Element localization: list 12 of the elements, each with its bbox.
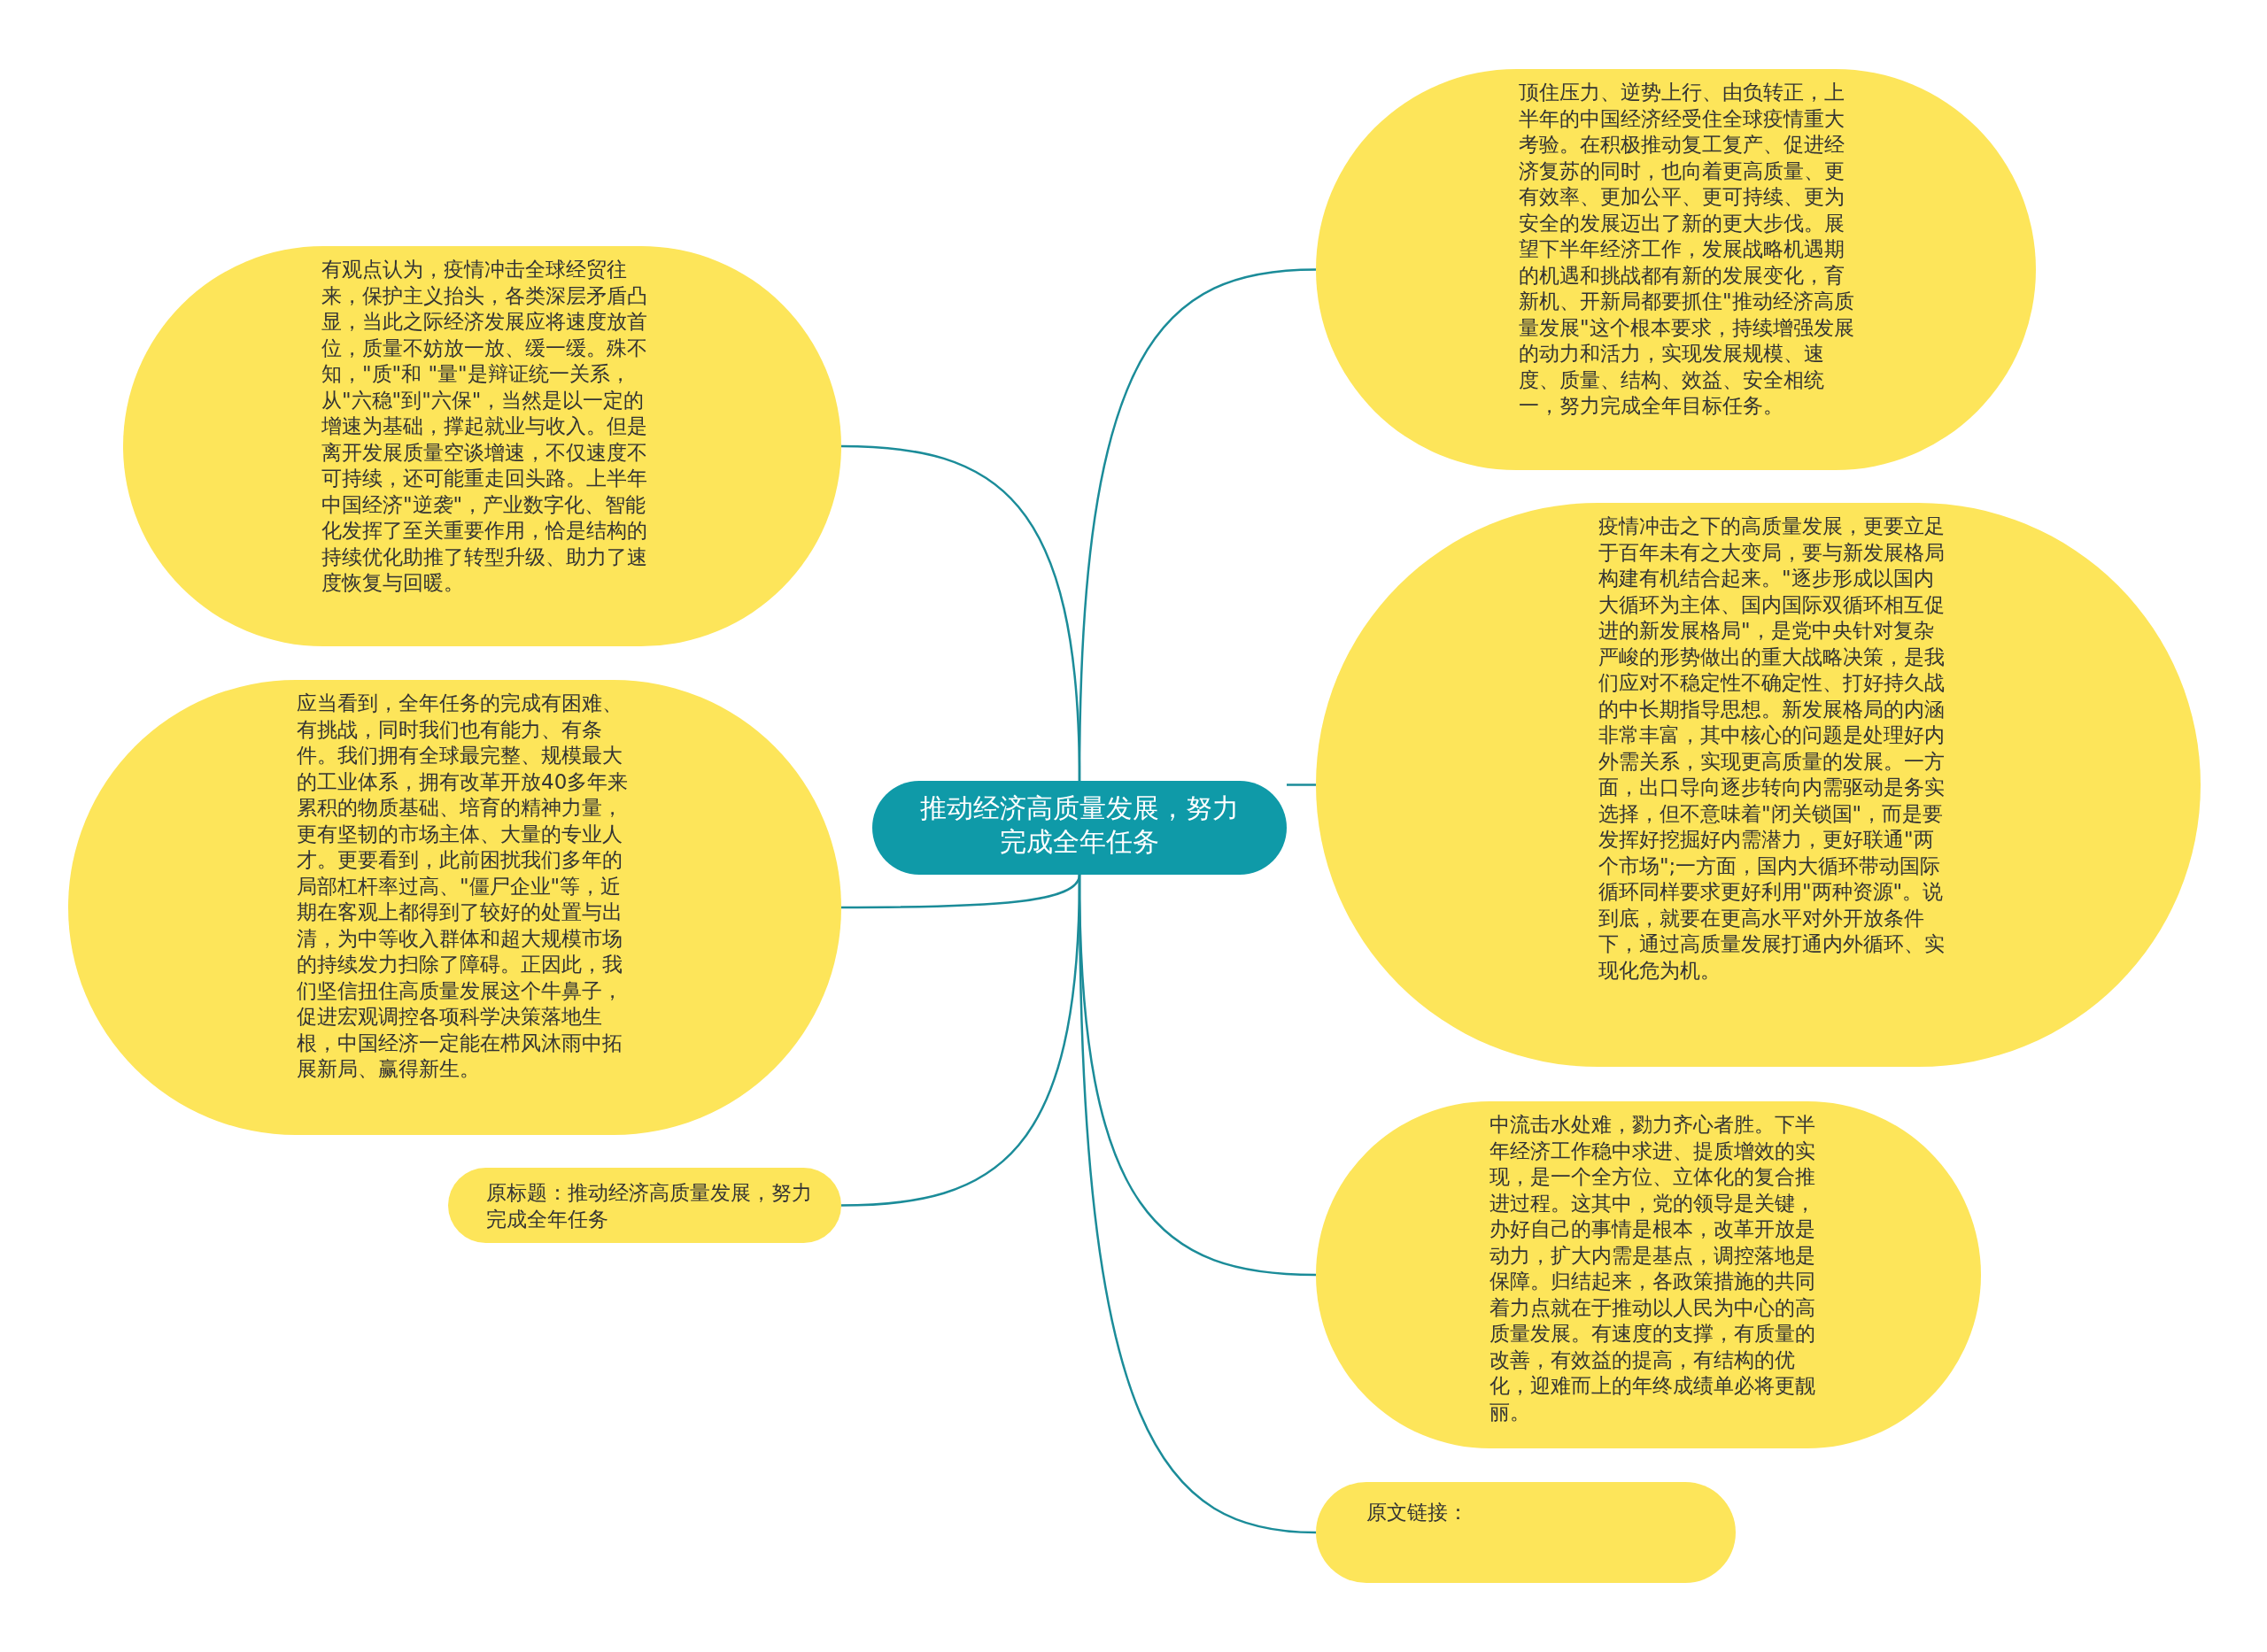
topic-text: 原标题：推动经济高质量发展，努力完成全年任务 (486, 1180, 813, 1232)
topic-text: 应当看到，全年任务的完成有困难、有挑战，同时我们也有能力、有条件。我们拥有全球最完整、规模最大的工业体系，拥有改革开放40多年来累积的物质基础、培育的精神力量，更有坚韧的市场主体、大量的专业人才。更要看到，此前困扰我们多年的局部杠杆率过高、"僵尸企业"等，近期在客观上都得到了较好的处置与出清，为中等收入群体和超大规模市场的持续发力扫除了障碍。正因此，我们坚信扭住高质量发展这个牛鼻子，促进宏观调控各项科学决策落地生根，中国经济一定能在栉风沐雨中拓展新局、赢得新生。 (297, 691, 630, 1082)
topic-text: 中流击水处难，勠力齐心者胜。下半年经济工作稳中求进、提质增效的实现，是一个全方位、立体化的复合推进过程。这其中，党的领导是关键，办好自己的事情是根本，改革开放是动力，扩大内需是基点，调控落地是保障。归结起来，各政策措施的共同着力点就在于推动以人民为中心的高质量发展。有速度的支撑，有质量的改善，有效益的提高，有结构的优化，迎难而上的年终成绩单必将更靓丽。 (1489, 1112, 1816, 1425)
topic-title: 推动经济高质量发展，努力完成全年任务 (919, 791, 1240, 859)
topic-text: 有观点认为，疫情冲击全球经贸往来，保护主义抬头，各类深层矛盾凸显，当此之际经济发展应将速度放首位，质量不妨放一放、缓一缓。殊不知，"质"和 "量"是辩证统一关系，从"六稳"到"六保"，当然是以一定的增速为基础，撑起就业与收入。但是离开发展质量空谈增速，不仅速度不可持续，还可能重走回头路。上半年中国经济"逆袭"，产业数字化、智能化发挥了至关重要作用，恰是结构的持续优化助推了转型升级、助力了速度恢复与回暖。 (321, 257, 648, 596)
connector-line (1078, 875, 1317, 1534)
connector-line (841, 874, 1081, 909)
connector-line (1287, 784, 1316, 786)
topic-text: 顶住压力、逆势上行、由负转正，上半年的中国经济经受住全球疫情重大考验。在积极推动复工复产、促进经济复苏的同时，也向着更高质量、更有效率、更加公平、更可持续、更为安全的发展迈出了新的更大步伐。展望下半年经济工作，发展战略机遇期的机遇和挑战都有新的发展变化，育新机、开新局都要抓住"推动经济高质量发展"这个根本要求，持续增强发展的动力和活力，实现发展规模、速度、质量、结构、效益、安全相统一，努力完成全年目标任务。 (1519, 80, 1855, 419)
connector-line (1078, 268, 1317, 782)
topic-text: 原文链接： (1366, 1500, 1469, 1525)
topic-text: 疫情冲击之下的高质量发展，更要立足于百年未有之大变局，要与新发展格局构建有机结合起来。"逐步形成以国内大循环为主体、国内国际双循环相互促进的新发展格局"，是党中央针对复杂严峻的形势做出的重大战略决策，是我们应对不稳定性不确定性、打好持久战的中长期指导思想。新发展格局的内涵非常丰富，其中核心的问题是处理好内外需关系，实现更高质量的发展。一方面，出口导向逐步转向内需驱动是务实选择，但不意味着"闭关锁国"，而是要发挥好挖掘好内需潜力，更好联通"两个市场";一方面，国内大循环带动国际循环同样要求更好利用"两种资源"。说到底，就要在更高水平对外开放条件下，通过高质量发展打通内外循环、实现化危为机。 (1598, 513, 1946, 984)
